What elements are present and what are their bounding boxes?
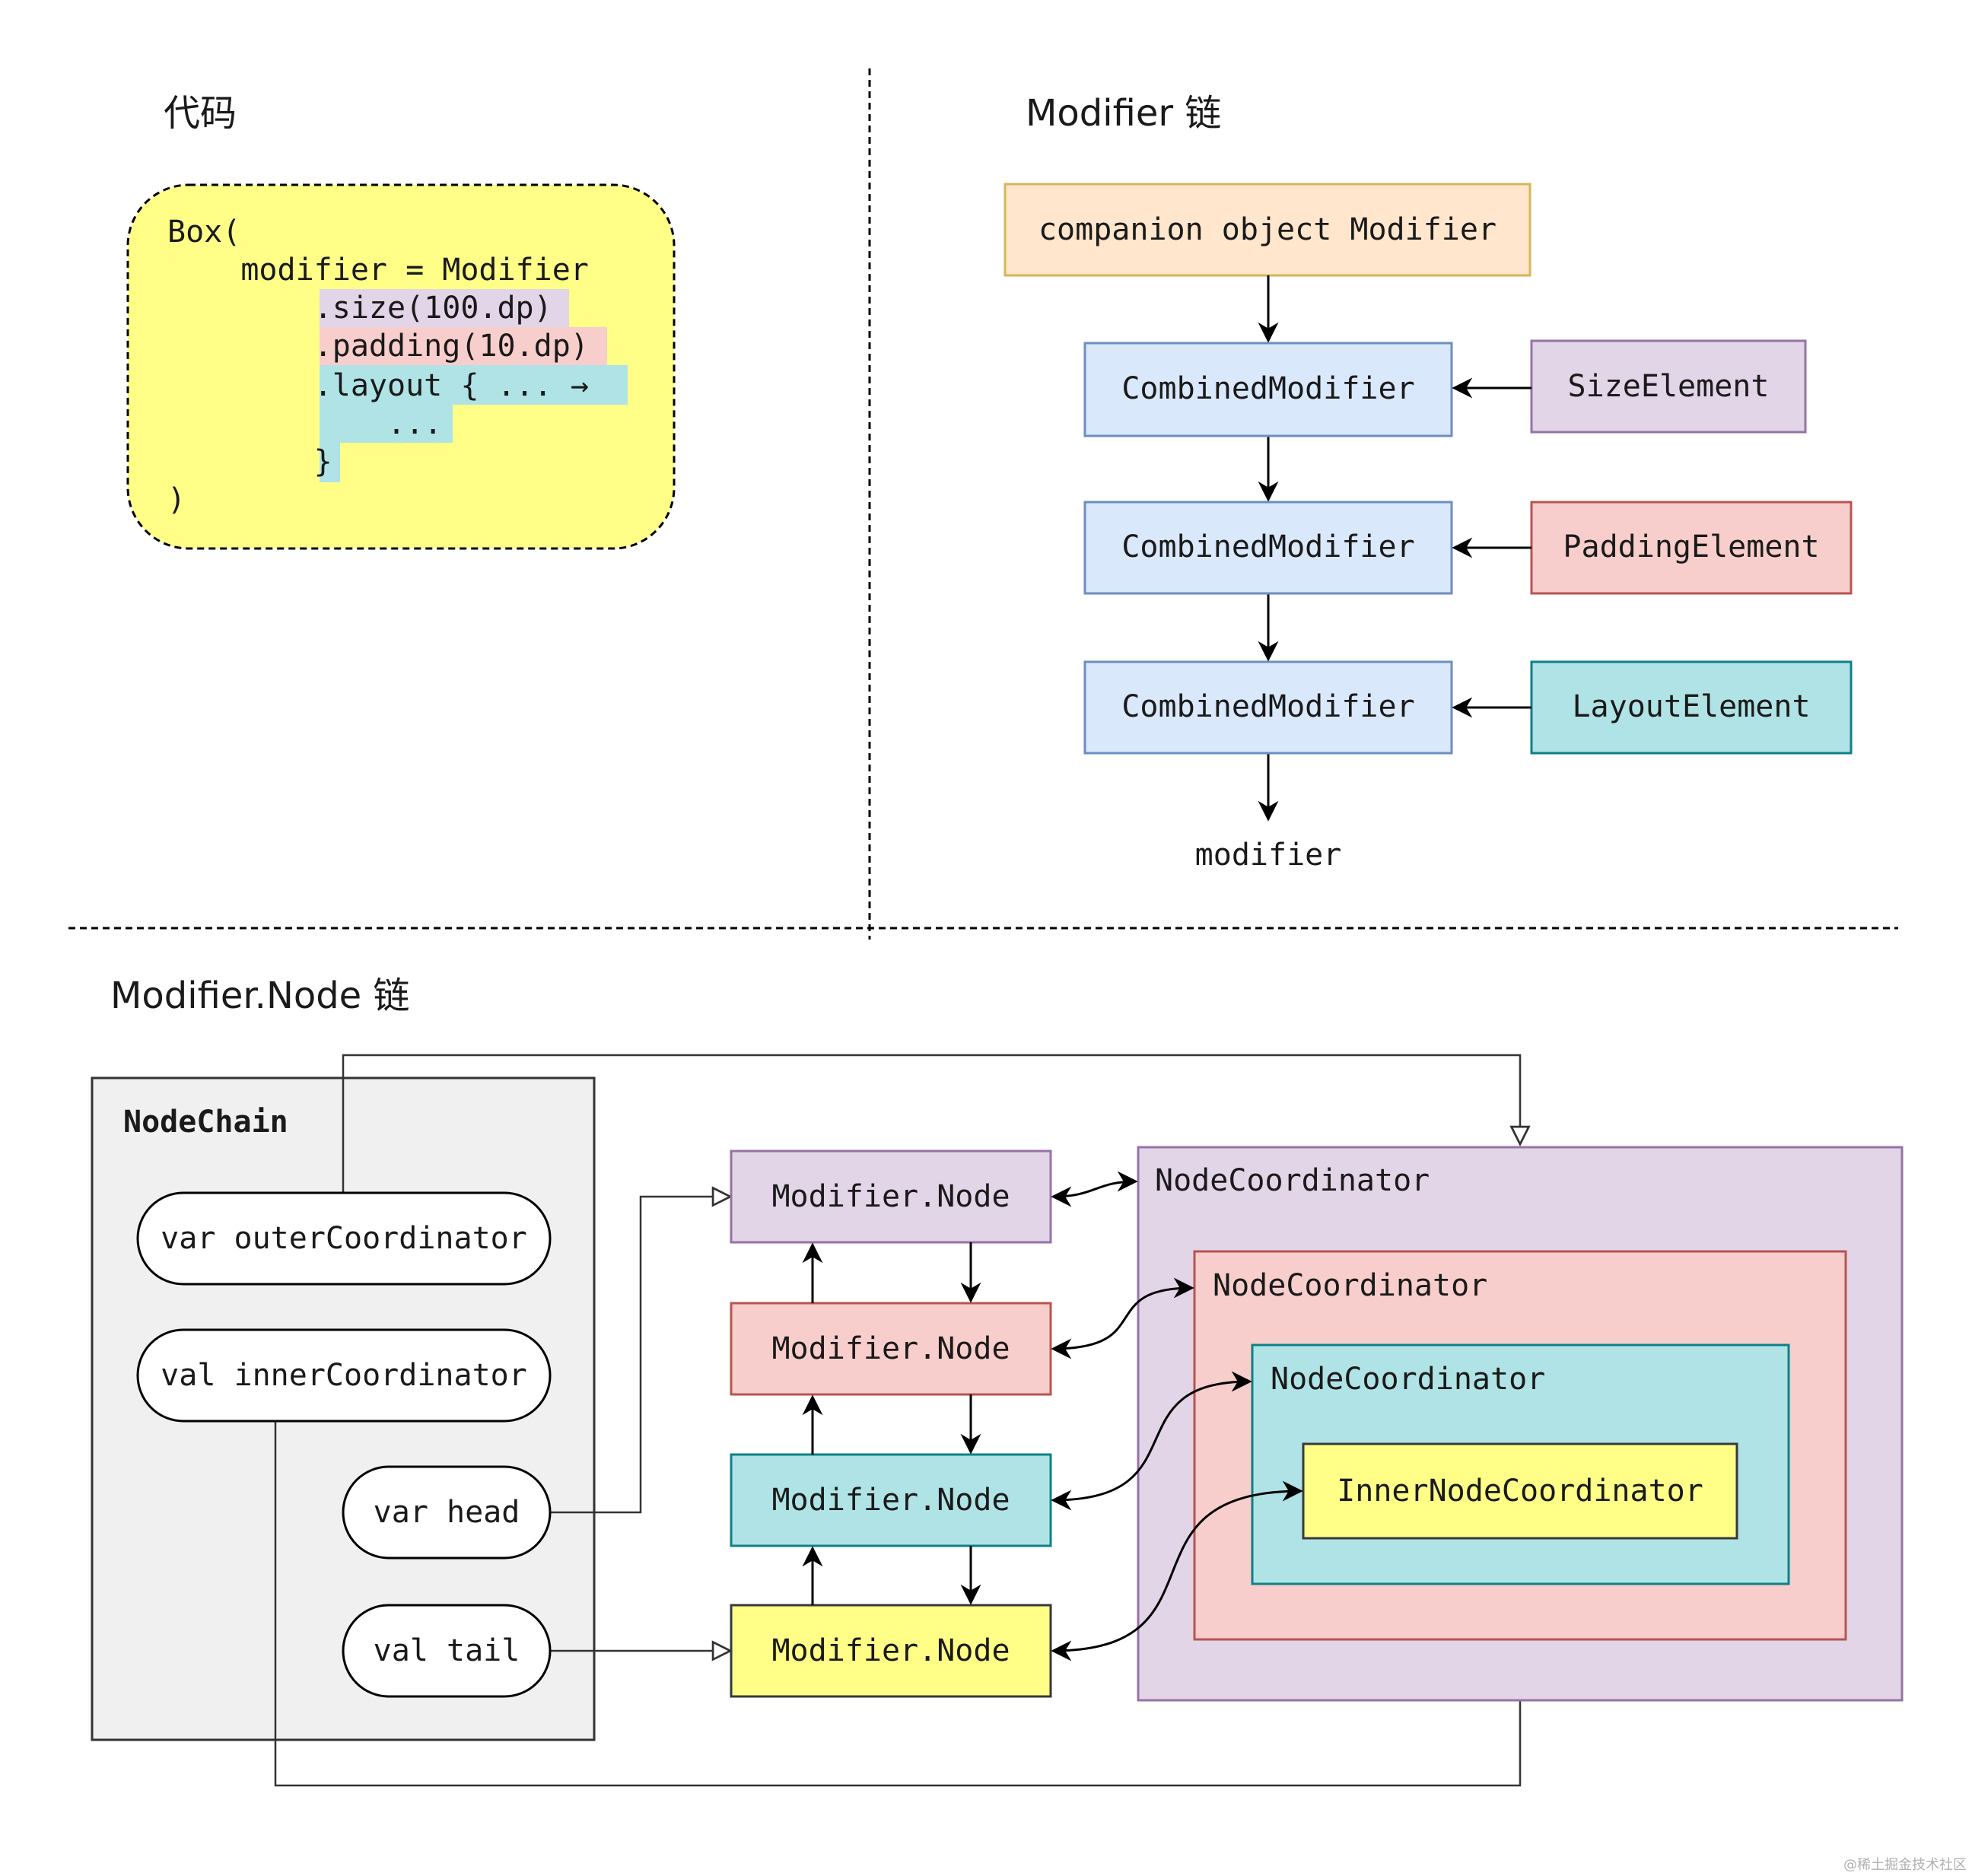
modifier-node-inner (730, 1604, 1052, 1698)
outer-node-coordinator-label: NodeCoordinator (1155, 1163, 1430, 1198)
modifier-node-label: Modifier.Node (771, 1633, 1010, 1668)
combined-modifier-label: CombinedModifier (1121, 371, 1414, 406)
tail-field (342, 1604, 552, 1698)
head-field (342, 1465, 552, 1560)
nodechain-title: NodeChain (123, 1105, 288, 1140)
node-chain-title: Modifier.Node 链 (110, 975, 409, 1017)
modifier-node-label: Modifier.Node (771, 1179, 1010, 1214)
inner-coordinator-label: val innerCoordinator (161, 1358, 527, 1393)
code-line: .size(100.dp) (167, 291, 552, 326)
code-line: ) (167, 482, 186, 517)
watermark: @稀土掘金技术社区 (1843, 1857, 1967, 1873)
code-line: Box( (167, 215, 240, 250)
layout-highlight (320, 365, 628, 405)
combined-modifier-label: CombinedModifier (1121, 529, 1414, 564)
head-connector (550, 1197, 730, 1514)
node-coordinator-link (1051, 1480, 1303, 1661)
combined-modifier-box (1083, 342, 1453, 437)
node-coordinator-link (1051, 1277, 1194, 1359)
outer-coordinator-field (136, 1191, 552, 1286)
code-line: ... (167, 406, 442, 441)
layout-body-highlight (320, 405, 453, 443)
layout-close-highlight (320, 443, 340, 482)
size-highlight (320, 289, 569, 327)
modifier-node-label: Modifier.Node (771, 1331, 1010, 1366)
layout-node-coordinator-label: NodeCoordinator (1271, 1362, 1545, 1397)
padding-element-label: PaddingElement (1563, 529, 1819, 564)
inner-node-coordinator-label: InnerNodeCoordinator (1337, 1474, 1703, 1509)
layout-element-label: LayoutElement (1572, 689, 1810, 724)
code-section-title: 代码 (164, 92, 237, 135)
modifier-chain-title: Modifier 链 (1026, 92, 1221, 135)
outer-coordinator-connector (342, 1054, 1520, 1193)
padding-highlight (320, 327, 607, 365)
tail-label: val tail (374, 1633, 520, 1668)
code-line: } (167, 444, 332, 479)
padding-element-box (1530, 501, 1853, 595)
padding-node-coordinator-label: NodeCoordinator (1213, 1268, 1487, 1303)
modifier-node-size (730, 1149, 1052, 1244)
inner-node-coordinator (1302, 1442, 1738, 1540)
companion-object-box (1003, 183, 1531, 277)
companion-object-label: companion object Modifier (1038, 212, 1496, 247)
head-label: var head (374, 1495, 520, 1530)
outer-coordinator-label: var outerCoordinator (161, 1221, 527, 1256)
combined-modifier-box (1083, 660, 1453, 755)
modifier-node-layout (730, 1453, 1052, 1547)
layout-element-box (1530, 660, 1853, 755)
modifier-node-label: Modifier.Node (771, 1483, 1010, 1518)
code-line: modifier = Modifier (167, 253, 589, 288)
combined-modifier-box (1083, 501, 1453, 595)
code-block: Box( modifier = Modifier .size(100.dp) .… (126, 183, 676, 550)
node-coordinator-link (1051, 1171, 1138, 1207)
inner-coordinator-field (136, 1328, 552, 1423)
modifier-chain: companion object Modifier CombinedModifi… (1003, 183, 1853, 873)
modifier-node-padding (730, 1302, 1052, 1396)
node-chain-section: NodeChain var outerCoordinator val inner… (91, 1054, 1904, 1787)
modifier-result-label: modifier (1195, 838, 1342, 873)
code-line: .layout { ... → (167, 368, 589, 403)
code-line: .padding(10.dp) (167, 329, 589, 364)
size-element-box (1530, 339, 1807, 434)
size-element-label: SizeElement (1568, 369, 1770, 404)
combined-modifier-label: CombinedModifier (1121, 689, 1414, 724)
